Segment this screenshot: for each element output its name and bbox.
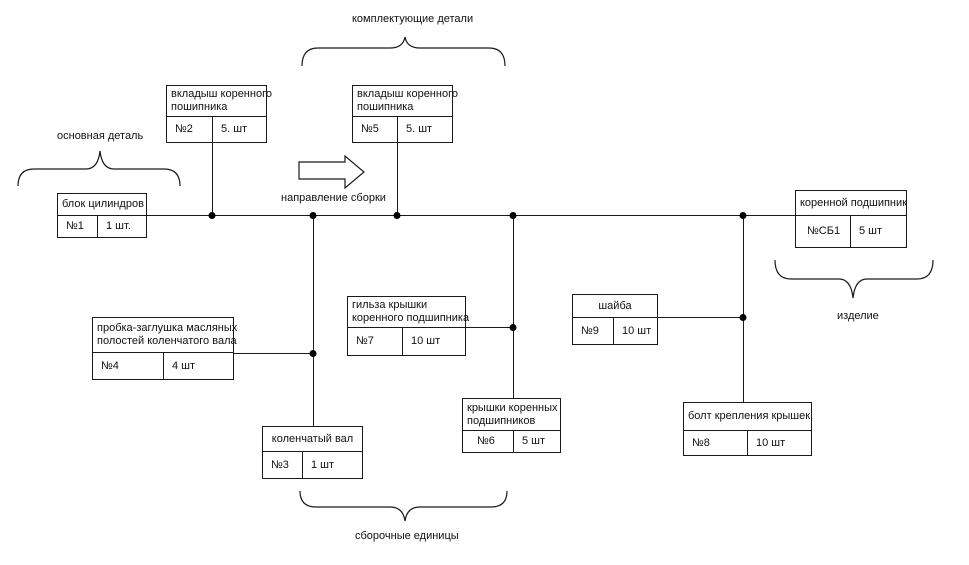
part-qty: 4 шт [172, 359, 196, 372]
assembly-box-main-bearing: коренной подшипник №СБ1 5 шт [795, 190, 907, 248]
part-qty: 10 шт [411, 335, 441, 347]
label-components: комплектующие детали [352, 13, 474, 25]
part-box-cylinder-block: блок цилиндров №1 1 шт. [57, 193, 147, 238]
junction-dot [393, 212, 401, 219]
part-qty: 5. шт [221, 123, 248, 135]
part-box-bearing-shell-2: вкладыш коренного пошипника №2 5. шт [166, 85, 272, 143]
part-title: шайба [598, 299, 632, 312]
part-qty: 5 шт [859, 225, 883, 237]
junction-dot [309, 212, 317, 219]
part-qty: 5 шт [522, 435, 546, 447]
part-box-bearing-shell-5: вкладыш коренного пошипника №5 5. шт [352, 85, 458, 143]
part-title: вкладыш коренного [357, 88, 458, 100]
part-title: болт крепления крышек [688, 410, 811, 422]
brace-base-part [17, 150, 181, 187]
part-box-oil-plug: пробка-заглушка масляных полостей коленч… [92, 317, 238, 380]
junction-dot [509, 212, 517, 219]
part-number: №4 [93, 353, 164, 379]
part-qty: 5. шт [406, 123, 433, 135]
subassembly-box-crankshaft: коленчатый вал №3 1 шт [262, 426, 363, 479]
label-assembly-direction: направление сборки [281, 192, 386, 204]
part-title: полостей коленчатого вала [97, 335, 237, 347]
part-title: блок цилиндров [62, 198, 144, 210]
part-title: пробка-заглушка масляных [97, 322, 238, 334]
part-number: №2 [167, 117, 213, 142]
part-number: №1 [58, 216, 98, 237]
part-box-cap-bolt: болт крепления крышек №8 10 шт [683, 402, 812, 456]
junction-dot [309, 350, 317, 357]
brace-assembly-units [299, 490, 508, 522]
part-title: крышки коренных [467, 401, 558, 414]
part-box-cap-sleeve: гильза крышки коренного подшипника №7 10… [347, 296, 470, 356]
junction-dot [739, 314, 747, 321]
label-assembly-units: сборочные единицы [355, 530, 459, 542]
part-number: №7 [348, 328, 403, 355]
junction-dot [208, 212, 216, 219]
part-qty: 1 шт. [106, 220, 131, 232]
part-number: №СБ1 [796, 216, 851, 247]
part-title: гильза крышки [352, 299, 428, 311]
brace-components [301, 36, 506, 67]
part-box-washer: шайба №9 10 шт [572, 294, 658, 345]
part-qty: 10 шт [622, 324, 652, 337]
assembly-direction-arrow [298, 154, 365, 190]
part-title: пошипника [171, 101, 228, 113]
part-number: №6 [463, 431, 514, 452]
junction-dot [739, 212, 747, 219]
part-number: №3 [263, 452, 303, 478]
brace-product [774, 259, 934, 299]
part-number: №5 [353, 117, 398, 142]
part-title: вкладыш коренного [171, 88, 272, 100]
part-number: №8 [684, 431, 748, 455]
part-qty: 1 шт [311, 458, 335, 471]
part-title: подшипников [467, 414, 536, 427]
part-title: коренного подшипника [352, 312, 470, 324]
part-title: пошипника [357, 101, 414, 113]
label-base-part: основная деталь [57, 130, 144, 142]
part-qty: 10 шт [756, 436, 786, 449]
subassembly-box-bearing-caps: крышки коренных подшипников №6 5 шт [462, 398, 561, 453]
part-number: №9 [573, 318, 614, 344]
part-title: коренной подшипник [800, 196, 907, 209]
junction-dot [509, 324, 517, 331]
part-title: коленчатый вал [271, 432, 354, 445]
label-product: изделие [837, 310, 879, 322]
